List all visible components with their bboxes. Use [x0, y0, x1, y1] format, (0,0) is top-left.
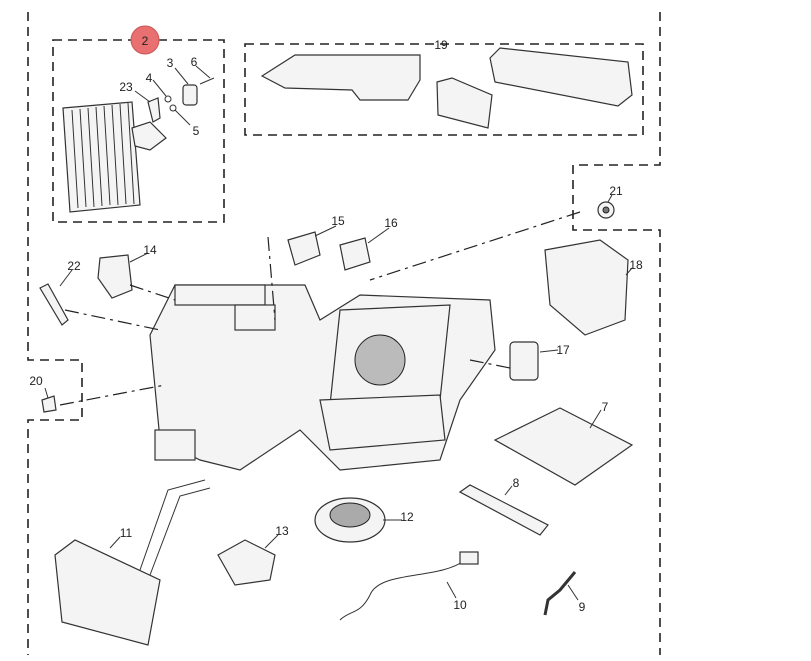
part-resistor-17[interactable]: [509, 341, 539, 381]
part-harness-10[interactable]: [339, 559, 466, 621]
assembly-boundary: [27, 12, 661, 655]
callout-15[interactable]: 15: [331, 214, 345, 228]
callout-12[interactable]: 12: [400, 510, 414, 524]
connection-lines: [59, 211, 581, 406]
callout-20[interactable]: 20: [29, 374, 43, 388]
part-drain-hose-9[interactable]: [543, 571, 577, 616]
callout-22[interactable]: 22: [67, 259, 81, 273]
part-actuator-16[interactable]: [339, 237, 371, 271]
callout-17[interactable]: 17: [556, 343, 570, 357]
grommet-hole: [602, 206, 610, 214]
part-screw-6[interactable]: [199, 77, 215, 85]
callout-6[interactable]: 6: [191, 55, 198, 69]
highlighted-callout-circle[interactable]: [130, 25, 160, 55]
part-bracket-23[interactable]: [147, 97, 161, 123]
callout-23[interactable]: 23: [119, 80, 133, 94]
part-actuator-15[interactable]: [287, 231, 321, 266]
part-seal-18[interactable]: [544, 239, 629, 336]
part-hvac-housing[interactable]: [149, 284, 496, 471]
part-module-13[interactable]: [217, 539, 276, 586]
callout-9[interactable]: 9: [579, 600, 586, 614]
part-o-ring-4[interactable]: [164, 95, 172, 103]
callout-11[interactable]: 11: [120, 526, 133, 540]
part-seal-19b[interactable]: [436, 77, 493, 129]
callout-3[interactable]: 3: [167, 56, 174, 70]
callout-7[interactable]: 7: [602, 400, 609, 414]
part-evaporator[interactable]: [62, 101, 167, 213]
part-clip-20[interactable]: [41, 395, 57, 413]
callout-2[interactable]: 2: [142, 34, 149, 48]
callout-19[interactable]: 19: [434, 38, 448, 52]
part-heater-core-11[interactable]: [54, 479, 211, 646]
leader-lines: [44, 65, 633, 601]
callout-14[interactable]: 14: [143, 243, 157, 257]
group-box-2: [52, 39, 225, 223]
callout-21[interactable]: 21: [609, 184, 623, 198]
callout-5[interactable]: 5: [193, 124, 200, 138]
part-blower-motor-12[interactable]: [314, 497, 386, 543]
group-box-19: [244, 43, 644, 136]
part-cover-8[interactable]: [458, 484, 549, 536]
part-sensor-22[interactable]: [39, 283, 69, 326]
part-valve-3[interactable]: [182, 84, 198, 106]
part-seal-19c[interactable]: [489, 47, 633, 107]
callout-8[interactable]: 8: [513, 476, 520, 490]
harness-connector: [459, 551, 479, 565]
callout-4[interactable]: 4: [146, 71, 153, 85]
callout-16[interactable]: 16: [384, 216, 398, 230]
part-actuator-14[interactable]: [97, 254, 133, 299]
part-o-ring-5[interactable]: [169, 104, 177, 112]
part-cabin-filter-7[interactable]: [493, 407, 634, 486]
callout-10[interactable]: 10: [453, 598, 467, 612]
callout-13[interactable]: 13: [275, 524, 289, 538]
part-seal-19a[interactable]: [260, 54, 421, 101]
callout-18[interactable]: 18: [629, 258, 643, 272]
